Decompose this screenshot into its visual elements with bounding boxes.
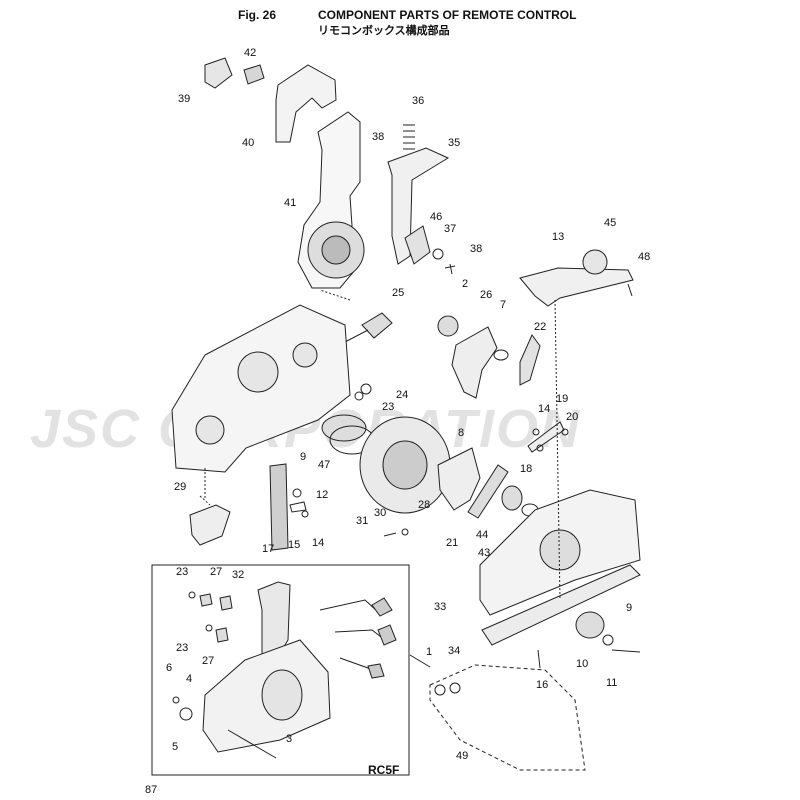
page-number: 87: [145, 784, 158, 796]
part-callout-40: 40: [242, 137, 254, 149]
part-callout-38: 38: [372, 131, 384, 143]
part-callout-13: 13: [552, 231, 564, 243]
part-callout-1: 1: [426, 646, 432, 658]
part-callout-11: 11: [606, 677, 617, 689]
part-callout-9: 9: [626, 602, 632, 614]
part-callout-7: 7: [500, 299, 506, 311]
part-callout-17: 17: [262, 543, 274, 555]
part-callout-23: 23: [176, 566, 188, 578]
part-callout-23: 23: [382, 401, 394, 413]
part-callout-15: 15: [288, 539, 300, 551]
part-callout-22: 22: [534, 321, 546, 333]
part-callout-8: 8: [458, 427, 464, 439]
part-callout-5: 5: [172, 741, 178, 753]
part-callout-26: 26: [480, 289, 492, 301]
part-callout-32: 32: [232, 569, 244, 581]
part-callout-18: 18: [520, 463, 532, 475]
part-callout-6: 6: [166, 662, 172, 674]
model-label: RC5F: [368, 763, 400, 777]
figure-label: Fig. 26: [238, 8, 277, 22]
part-callout-27: 27: [210, 566, 222, 578]
part-callout-10: 10: [576, 658, 588, 670]
part-callout-33: 33: [434, 601, 446, 613]
part-callout-4: 4: [186, 673, 192, 685]
part-callout-38: 38: [470, 243, 482, 255]
part-callout-43: 43: [478, 547, 490, 559]
part-callout-46: 46: [430, 211, 442, 223]
part-callout-3: 3: [286, 733, 292, 745]
part-callout-31: 31: [356, 515, 368, 527]
part-callout-42: 42: [244, 47, 256, 59]
part-callout-20: 20: [566, 411, 578, 423]
part-callout-9: 9: [300, 451, 306, 463]
part-callout-41: 41: [284, 197, 296, 209]
part-callout-19: 19: [556, 393, 568, 405]
part-callout-37: 37: [444, 223, 456, 235]
part-callout-14: 14: [538, 403, 550, 415]
part-callout-47: 47: [318, 459, 330, 471]
part-callout-27: 27: [202, 655, 214, 667]
part-callout-45: 45: [604, 217, 616, 229]
part-callout-16: 16: [536, 679, 548, 691]
part-callout-2: 2: [462, 278, 468, 290]
title-english: COMPONENT PARTS OF REMOTE CONTROL: [318, 8, 577, 22]
title-japanese: リモコンボックス構成部品: [318, 25, 450, 37]
part-callout-34: 34: [448, 645, 460, 657]
part-callout-24: 24: [396, 389, 408, 401]
part-callout-48: 48: [638, 251, 650, 263]
part-callout-49: 49: [456, 750, 468, 762]
part-callout-44: 44: [476, 529, 488, 541]
part-callout-23: 23: [176, 642, 188, 654]
part-callout-39: 39: [178, 93, 190, 105]
part-callout-12: 12: [316, 489, 328, 501]
part-callout-36: 36: [412, 95, 424, 107]
part-callout-14: 14: [312, 537, 324, 549]
part-callout-30: 30: [374, 507, 386, 519]
part-callout-28: 28: [418, 499, 430, 511]
part-callout-21: 21: [446, 537, 458, 549]
part-callout-35: 35: [448, 137, 460, 149]
part-callout-29: 29: [174, 481, 186, 493]
part-callout-25: 25: [392, 287, 404, 299]
